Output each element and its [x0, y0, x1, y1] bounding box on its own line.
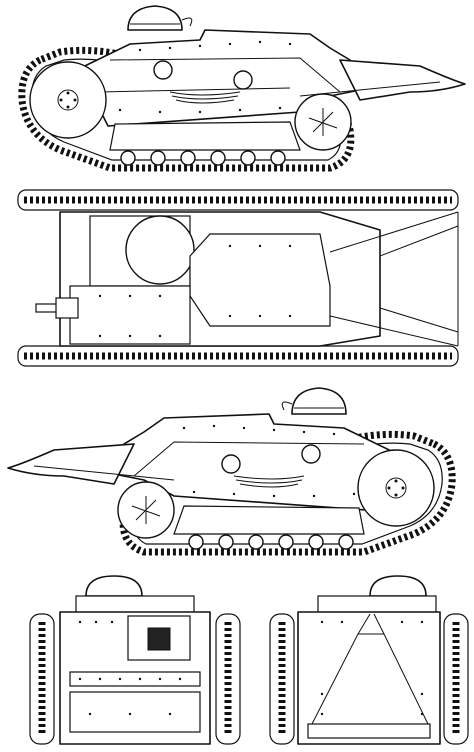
turret-right: [291, 387, 347, 415]
tail-skid-right: [7, 443, 135, 485]
gun-mantlet: [55, 297, 79, 319]
return-roller-right-1: [301, 444, 321, 464]
side-view-left: [18, 5, 466, 172]
hull-rivets-right: [182, 424, 405, 498]
front-view: [29, 575, 241, 745]
side-view-right: [7, 387, 456, 556]
turret-band-right: [292, 407, 346, 415]
turret: [127, 5, 183, 31]
idler-wheel-right: [357, 449, 435, 527]
hull-panel-line-right: [133, 441, 365, 477]
idler-wheel: [29, 61, 107, 139]
rear-rivets: [320, 620, 424, 716]
leaf-spring: [169, 91, 241, 104]
front-lower-plate: [69, 691, 201, 733]
idler-hub-right: [385, 477, 407, 499]
rear-view: [269, 575, 469, 745]
rear-turret: [369, 575, 427, 597]
idler-hub: [57, 89, 79, 111]
turret-hook-right: [281, 401, 293, 411]
hull-panel-line-2: [99, 87, 291, 93]
tail-skid-strut-right: [33, 465, 175, 481]
rear-skid-bar: [307, 723, 431, 739]
bogie-wheels: [120, 150, 286, 166]
bogie-wheels-right: [188, 534, 354, 550]
turret-band: [128, 23, 182, 31]
suspension-plate-right: [173, 505, 365, 535]
tail-skid-frame: [329, 211, 459, 347]
rear-skid-frame: [311, 613, 429, 725]
sprocket-spokes: [308, 108, 338, 136]
turret-hook: [181, 17, 193, 27]
hull-rivets: [59, 40, 292, 114]
rear-hull: [297, 611, 441, 745]
deck-rivets: [98, 244, 292, 338]
front-turret: [85, 575, 143, 597]
front-rivets: [78, 620, 182, 716]
suspension-plate: [109, 121, 301, 151]
turret-roof: [125, 215, 195, 285]
front-cross-plate: [69, 671, 201, 687]
hull-panel-line: [109, 57, 341, 93]
top-view: [17, 189, 459, 367]
return-roller-2: [233, 70, 253, 90]
return-roller-right-2: [221, 454, 241, 474]
front-glacis: [189, 233, 331, 327]
gun-port: [147, 627, 171, 651]
track-upper: [17, 189, 459, 211]
tail-skid: [339, 59, 466, 101]
return-roller-1: [153, 60, 173, 80]
leaf-spring-right: [233, 475, 305, 488]
sprocket-spokes-right: [131, 496, 161, 524]
